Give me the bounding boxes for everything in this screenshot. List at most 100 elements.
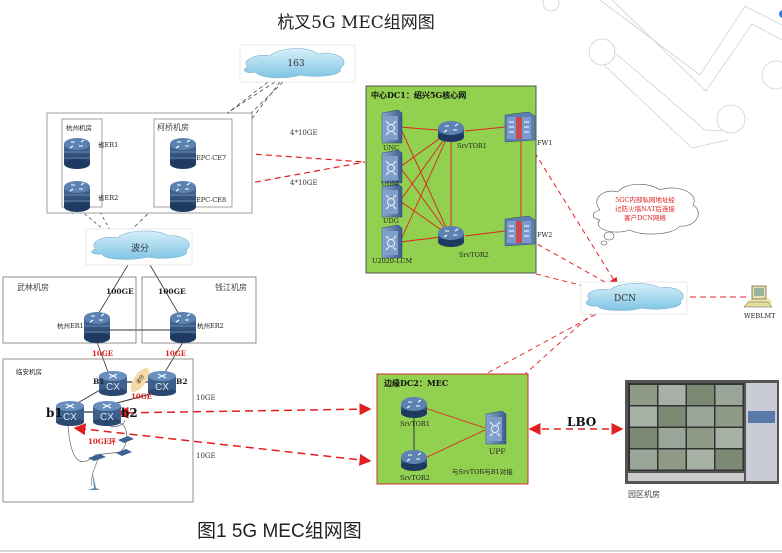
dc2-note: 与SrvTOR与B1对接 — [452, 467, 513, 476]
link-label-4x10ge-bottom: 4*10GE — [290, 179, 318, 187]
fw1-firewall-icon — [504, 111, 536, 143]
udg-label: UDG — [383, 217, 399, 225]
dc2-srvtor1-icon — [400, 396, 428, 419]
dc1-srvtor2-icon — [437, 225, 465, 248]
epc-ce7-label: EPC-CE7 — [196, 154, 226, 162]
B2-label: B2 — [176, 377, 188, 386]
camera-tile — [630, 385, 657, 405]
diagram-title: 杭叉5G MEC组网图 — [277, 13, 435, 33]
room-qianjiang-box — [141, 276, 257, 344]
room-keqiao-label: 柯桥机房 — [157, 122, 189, 132]
prov-er2-label: 省ER2 — [98, 193, 118, 202]
prov-er1-router-icon — [63, 137, 91, 170]
wdm-tag-ellipse — [130, 368, 150, 392]
dc2-srvtor1-label: SrvTOR1 — [400, 420, 430, 428]
room-wulin-label: 武林机房 — [17, 282, 49, 292]
router-b2: CX — [92, 400, 122, 427]
camera-tile — [630, 406, 657, 427]
link-label-10ge-er2: 10GE — [165, 349, 186, 358]
camera-tile — [715, 385, 743, 405]
b2-cx-label: CX — [100, 412, 114, 423]
b1-cx-label: CX — [63, 412, 77, 423]
note-line-3: 客户DCN网络 — [624, 213, 666, 222]
dc1-srvtor1-label: SrvTOR1 — [457, 142, 487, 150]
decorative-circuit-lines — [542, 0, 782, 149]
camera-tile — [687, 449, 714, 470]
camera-tile — [658, 385, 686, 405]
fw1-label: FW1 — [537, 139, 552, 147]
upf-server-icon — [485, 410, 507, 445]
camera-tile — [687, 385, 714, 405]
b2-upper-cx-label: CX — [155, 382, 169, 393]
links — [67, 81, 748, 487]
link-label-100ge-er2: 100GE — [158, 287, 186, 296]
u2020-lcm-label: U2020-LCM — [372, 257, 413, 265]
cloud-wdm: 波分 — [85, 228, 193, 266]
link-label-10ge-er1: 10GE — [92, 349, 113, 358]
epc-ce7-router-icon — [169, 137, 197, 170]
note-line-1: 5GC内部私网地址经 — [615, 195, 675, 204]
hz-er1-label: 杭州ER1 — [57, 321, 84, 330]
camera-tile — [630, 449, 657, 470]
camera-tile — [715, 449, 743, 470]
upf-label: UPF — [489, 447, 506, 456]
link-label-10ge-dc2-top: 10GE — [196, 394, 216, 402]
epc-ce8-router-icon — [169, 180, 197, 213]
room-hangzhou-label: 杭州机房 — [66, 123, 92, 132]
note-line-2: 过防火墙NAT后连接 — [615, 204, 675, 213]
dc1-title: 中心DC1：绍兴5G核心网 — [371, 90, 466, 100]
u2020-lcm-server-icon — [381, 224, 403, 259]
dc1-srvtor2-label: SrvTOR2 — [459, 251, 489, 259]
unc-server-icon — [381, 109, 403, 144]
camera-tile — [658, 449, 686, 470]
nat-note-cloud: 5GC内部私网地址经 过防火墙NAT后连接 客户DCN网络 — [592, 183, 699, 246]
ring-switches — [88, 436, 134, 490]
camera-tile — [658, 428, 686, 448]
prov-er1-label: 省ER1 — [98, 140, 118, 149]
hz-er1-router-icon — [83, 311, 111, 344]
dc1-core-network: 中心DC1：绍兴5G核心网 UNC UDM UDG U2020-LCM SrvT… — [365, 85, 552, 274]
b1-upper-cx-label: CX — [106, 382, 120, 393]
link-label-10ge-dc2-bottom: 10GE — [196, 452, 216, 460]
weblmt-computer-icon — [743, 285, 773, 308]
link-label-10ge-b: 10GE — [131, 392, 152, 401]
b2-label: b2 — [121, 406, 138, 420]
link-label-4x10ge-top: 4*10GE — [290, 129, 318, 137]
room-qianjiang-label: 钱江机房 — [215, 282, 247, 292]
cloud-dcn: DCN — [580, 281, 688, 315]
udm-label: UDM — [381, 180, 399, 188]
camera-tile — [715, 406, 743, 427]
B1-label: B1 — [93, 377, 105, 386]
camera-tile — [630, 428, 657, 448]
room-linan-box — [2, 358, 194, 503]
room-park-label: 园区机房 — [628, 489, 660, 499]
camera-tile — [687, 406, 714, 427]
hz-er2-router-icon — [169, 311, 197, 344]
unc-label: UNC — [383, 144, 399, 152]
dc2-srvtor2-icon — [400, 449, 428, 472]
park-monitoring-screen — [625, 380, 779, 484]
wdm-tag-label: 波分 — [135, 373, 146, 385]
figure-caption: 图1 5G MEC组网图 — [197, 520, 362, 542]
camera-tile — [715, 428, 743, 448]
router-B2: CX — [147, 370, 177, 397]
weblmt-label: WEBLMT — [744, 312, 776, 320]
cloud-wdm-label: 波分 — [131, 242, 149, 254]
dc1-srvtor1-icon — [437, 120, 465, 143]
lbo-label: LBO — [567, 415, 596, 429]
cloud-163-label: 163 — [287, 59, 304, 69]
router-B1: CX — [98, 370, 128, 397]
decorative-dot — [779, 10, 782, 18]
camera-tile — [658, 406, 686, 427]
cloud-163: 163 — [239, 44, 356, 83]
udm-server-icon — [381, 149, 403, 184]
dc2-mec: 边缘DC2：MEC SrvTOR1 SrvTOR2 UPF 与SrvTOR与B1… — [376, 373, 529, 485]
fw2-firewall-icon — [504, 215, 536, 247]
room-wulin-box — [2, 276, 137, 344]
prov-er2-router-icon — [63, 180, 91, 213]
b1-label: b1 — [46, 406, 63, 420]
dc2-srvtor2-label: SrvTOR2 — [400, 474, 430, 482]
cloud-dcn-label: DCN — [614, 294, 636, 304]
link-label-100ge-er1: 100GE — [106, 287, 134, 296]
